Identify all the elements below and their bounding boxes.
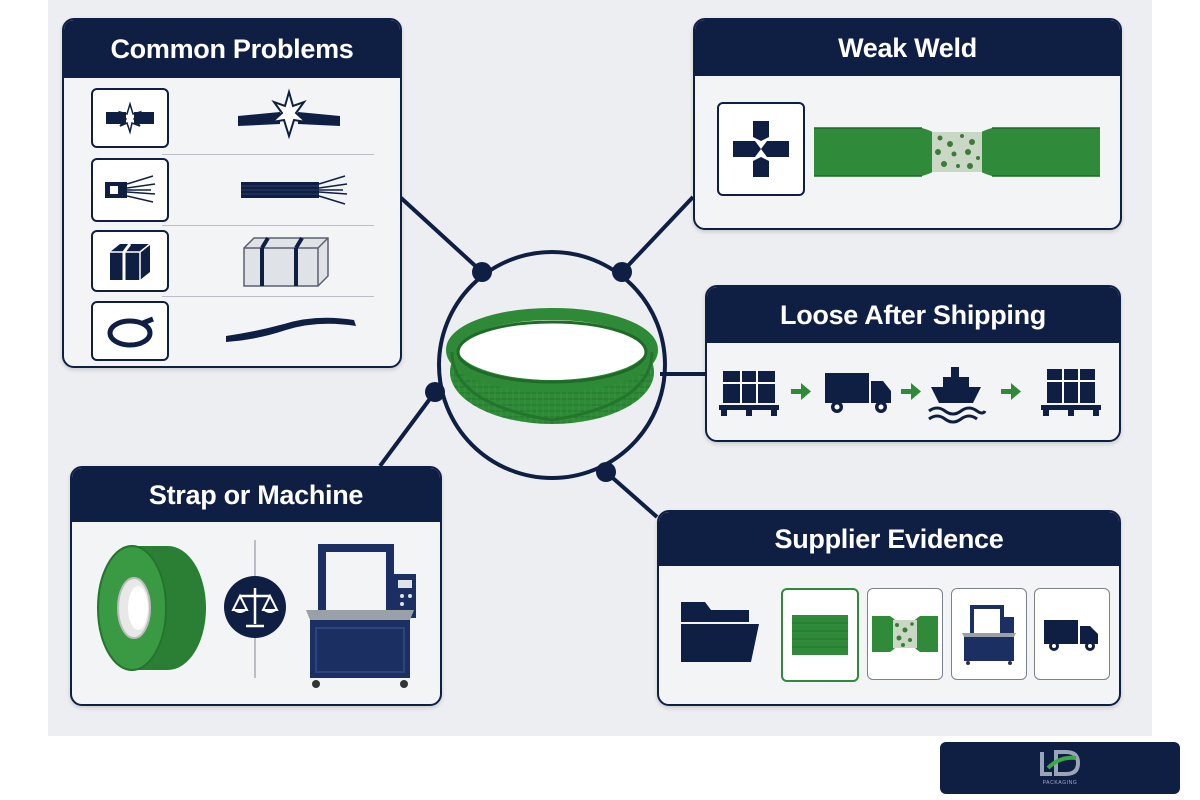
strap-or-machine-title: Strap or Machine [72,468,440,522]
strap-or-machine-panel: Strap or Machine [70,466,442,706]
strap-sample-icon [781,588,859,682]
weld-sample-icon [867,588,943,680]
arrow-icon [901,383,921,400]
connector-lines [378,195,705,519]
arrow-icon [791,383,811,400]
hub-ring [437,250,667,480]
row-divider [162,154,374,155]
weld-joint-icon [717,102,805,196]
shipping-sequence [719,367,1101,424]
pallet-icon [719,371,779,416]
frayed-strap-icon [91,158,169,222]
strapping-machine-image [306,544,416,688]
common-problems-title: Common Problems [64,20,400,78]
arrow-icon [1001,383,1021,400]
broken-strap-icon [91,88,169,148]
machine-icon [951,588,1027,680]
ship-icon [928,367,987,424]
folder-icon [681,602,759,662]
loose-strap-illustration [226,317,356,342]
scale-icon [224,576,286,638]
weak-weld-strap-image [814,127,1100,177]
supplier-evidence-title: Supplier Evidence [659,512,1119,566]
strapped-box-icon [91,230,169,292]
central-strap-loop-image [446,308,658,424]
truck-icon [1034,588,1110,680]
row-divider [162,225,374,226]
logo-text: PACKAGING [1042,780,1078,786]
strap-roll-image [97,545,206,671]
weak-weld-panel: Weak Weld [693,18,1122,230]
broken-strap-illustration [238,88,340,140]
frayed-strap-illustration [241,175,348,205]
row-divider [162,296,374,297]
truck-icon [825,373,891,413]
weak-weld-title: Weak Weld [695,20,1120,76]
common-problems-panel: Common Problems [62,18,402,368]
coiled-strap-icon [91,301,169,361]
loose-pallet-icon [1041,369,1101,416]
supplier-evidence-panel: Supplier Evidence [657,510,1121,706]
logo-mark [1040,750,1081,776]
loose-after-shipping-title: Loose After Shipping [707,287,1119,343]
strapped-box-illustration [243,236,329,287]
company-logo: PACKAGING [940,742,1180,794]
hub-nodes [425,262,632,482]
loose-after-shipping-panel: Loose After Shipping [705,285,1121,442]
